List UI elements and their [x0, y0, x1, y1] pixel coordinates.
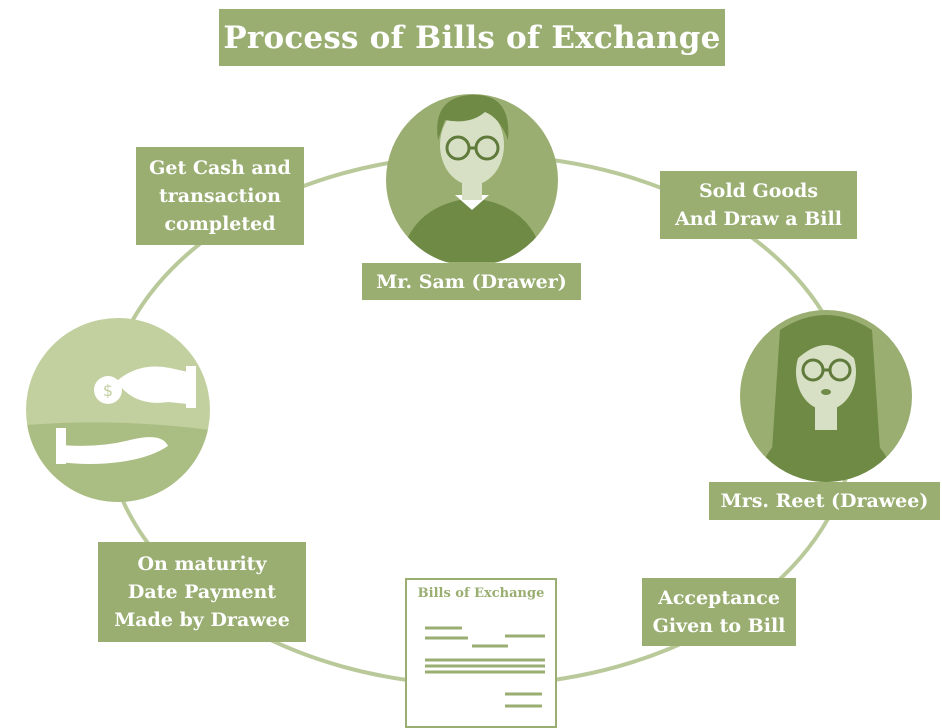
bill-document: Bills of Exchange [405, 578, 557, 728]
step-maturity-payment: On maturity Date Payment Made by Drawee [98, 542, 306, 642]
drawer-avatar [386, 94, 558, 266]
step-sold-goods: Sold Goods And Draw a Bill [660, 171, 857, 239]
step-acceptance: Acceptance Given to Bill [642, 578, 796, 646]
drawee-label: Mrs. Reet (Drawee) [709, 482, 940, 520]
cash-payment-icon: $ [26, 318, 210, 502]
step-get-cash: Get Cash and transaction completed [136, 147, 304, 245]
drawer-label: Mr. Sam (Drawer) [362, 263, 581, 300]
diagram-title: Process of Bills of Exchange [219, 9, 725, 66]
drawee-avatar [740, 310, 912, 482]
svg-text:$: $ [103, 381, 113, 400]
bill-document-title: Bills of Exchange [417, 586, 545, 601]
